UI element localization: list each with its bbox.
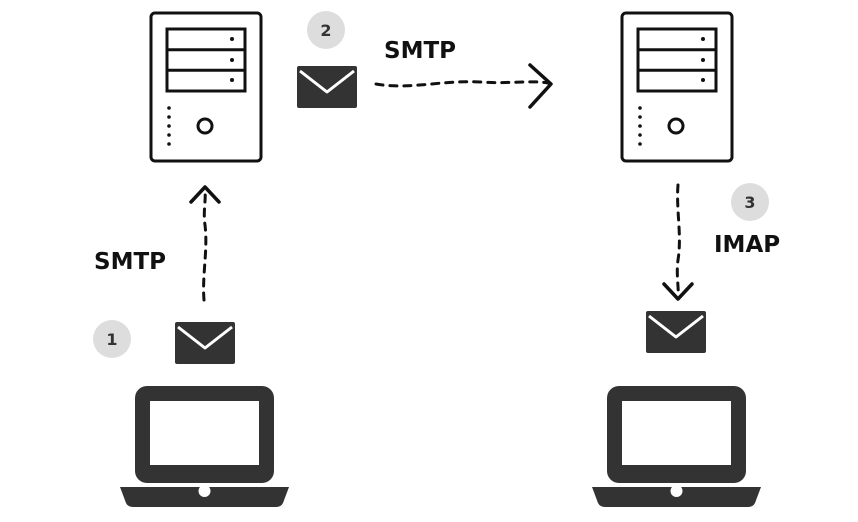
arrowhead bbox=[189, 185, 221, 204]
envelope-icon bbox=[295, 64, 359, 110]
step-number: 1 bbox=[106, 330, 117, 349]
server-icon bbox=[149, 11, 263, 163]
recipient-laptop bbox=[592, 386, 761, 507]
step-badge-2: 2 bbox=[307, 11, 345, 49]
badge-circle bbox=[731, 183, 769, 221]
protocol-label-step-3: IMAP bbox=[714, 232, 780, 258]
arrow-step-3 bbox=[662, 183, 694, 301]
laptop-icon bbox=[120, 386, 289, 507]
server-icon bbox=[620, 11, 734, 163]
arrow-step-1 bbox=[189, 185, 221, 302]
envelope-icon bbox=[173, 320, 237, 366]
laptop-icon bbox=[592, 386, 761, 507]
envelope-icon bbox=[644, 309, 708, 355]
arrow-line bbox=[675, 183, 681, 298]
arrowhead bbox=[528, 63, 553, 109]
arrowhead bbox=[662, 282, 694, 301]
step-number: 2 bbox=[320, 21, 331, 40]
badge-circle bbox=[93, 320, 131, 358]
protocol-label-step-2: SMTP bbox=[384, 38, 456, 64]
step-badge-3: 3 bbox=[731, 183, 769, 221]
arrow-line bbox=[374, 80, 550, 88]
protocol-label-step-1: SMTP bbox=[94, 249, 166, 275]
receiving-server bbox=[620, 11, 734, 163]
sender-laptop bbox=[120, 386, 289, 507]
badge-circle bbox=[307, 11, 345, 49]
arrow-step-2 bbox=[374, 63, 553, 109]
step-number: 3 bbox=[744, 193, 755, 212]
sending-server bbox=[149, 11, 263, 163]
step-badge-1: 1 bbox=[93, 320, 131, 358]
arrow-line bbox=[202, 190, 208, 302]
